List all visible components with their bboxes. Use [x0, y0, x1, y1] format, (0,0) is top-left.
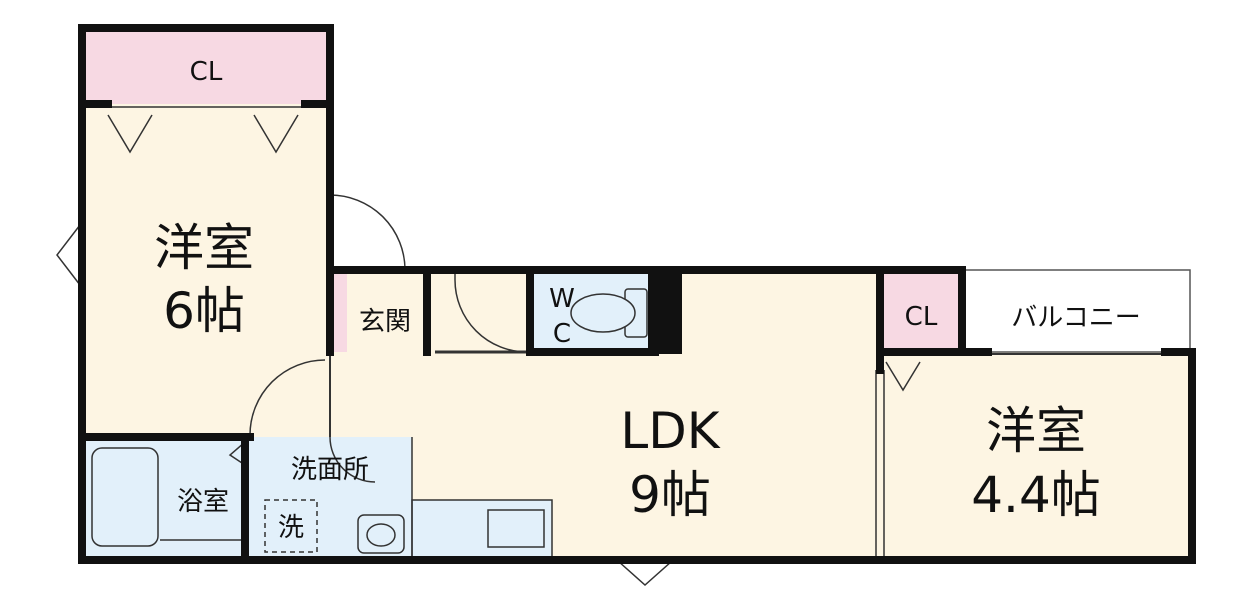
washing-machine-space	[264, 499, 318, 553]
wall-column	[652, 270, 682, 354]
door-swing-western-6	[329, 194, 406, 271]
balcony-label: バルコニー	[1011, 303, 1140, 333]
entrance-step	[330, 274, 347, 352]
room-ldk-name: LDK	[620, 402, 720, 460]
room-ldk-size: 9帖	[629, 466, 711, 524]
room-western-44-floor	[880, 352, 1192, 557]
washroom-label: 洗面所	[291, 455, 369, 485]
closet-door-mark-2	[253, 114, 299, 154]
window-marker-bottom	[616, 560, 674, 587]
toilet-bowl	[570, 293, 636, 333]
wash-basin	[357, 514, 405, 554]
closet-top-floor	[82, 28, 330, 104]
entrance-floor	[347, 274, 427, 352]
wc-label-w: W	[549, 284, 575, 314]
door-swing-hall	[454, 274, 528, 353]
room-western-44-name: 洋室	[986, 402, 1086, 460]
closet-right-label: CL	[905, 302, 938, 332]
room-western-6-name: 洋室	[154, 219, 254, 277]
closet-door-mark-3	[885, 361, 921, 392]
wc-label-c: C	[553, 319, 571, 349]
window-marker-left	[56, 222, 81, 288]
room-western-6-floor	[82, 104, 330, 437]
bath-label: 浴室	[177, 487, 229, 517]
door-swing-washroom	[249, 359, 326, 436]
closet-right-floor	[880, 274, 962, 352]
room-western-6-size: 6帖	[163, 282, 245, 340]
closet-door-mark-1	[107, 114, 153, 154]
wash-basin-bowl	[366, 523, 396, 547]
kitchen-sink	[487, 509, 545, 548]
closet-top-label: CL	[190, 57, 223, 87]
hallway-floor	[430, 274, 530, 352]
washer-label: 洗	[278, 513, 304, 543]
entrance-label: 玄関	[359, 307, 411, 337]
room-western-44-size: 4.4帖	[971, 466, 1101, 524]
bathtub	[91, 447, 159, 547]
room-ldk-kitchen-floor	[655, 274, 880, 354]
door-swing-washroom-2	[329, 436, 376, 483]
